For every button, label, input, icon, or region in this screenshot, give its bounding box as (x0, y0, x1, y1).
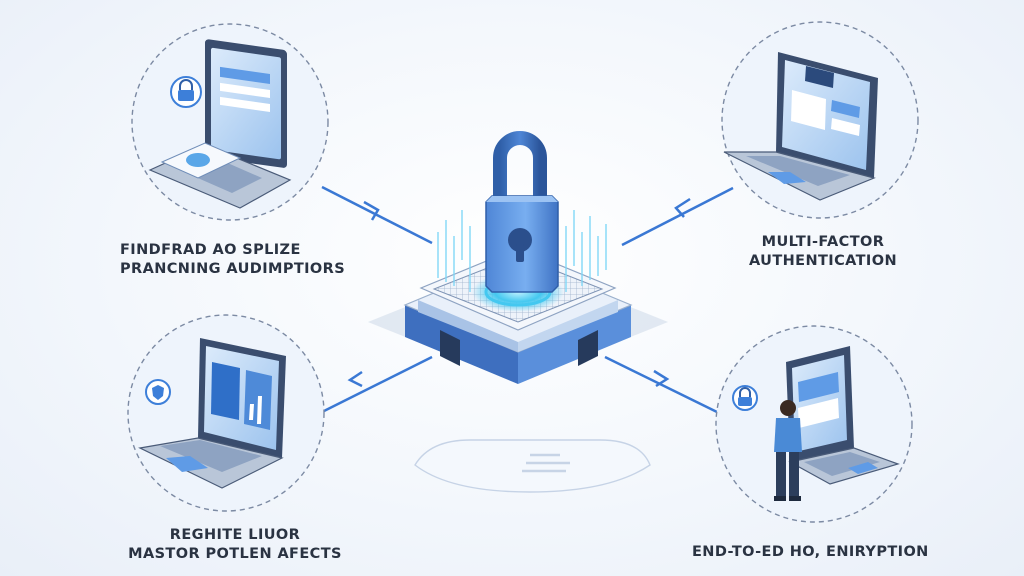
node-top-left (131, 23, 329, 221)
arrow-bottom-left-chevron (347, 370, 363, 388)
label-top-right: MULTI-FACTOR AUTHENTICATION (748, 233, 898, 271)
arrow-top-right-chevron (674, 197, 691, 218)
node-bottom-right (715, 325, 913, 523)
label-top-left: FINDFRAD AO SPLIZE PRANCNING AUDIMPTIORS (120, 241, 345, 279)
laptop-icon (723, 52, 878, 201)
label-bottom-left-line1: REGHITE LIUOR (169, 527, 301, 543)
label-bottom-right: END-TO-ED HO, ENIRYPTION (692, 543, 929, 562)
label-top-left-line1: FINDFRAD AO SPLIZE (120, 242, 301, 258)
label-bottom-left: REGHITE LIUOR MASTOR POTLEN AFECTS (120, 526, 350, 564)
padlock-icon (732, 385, 758, 411)
connector-arrows (321, 185, 734, 414)
arrow-top-right (621, 186, 734, 247)
label-bottom-right-line1: END-TO-ED HO, ENIRYPTION (692, 544, 929, 560)
laptop-icon (138, 338, 286, 489)
laptop-icon (786, 346, 900, 485)
arrow-top-left (321, 185, 433, 245)
node-top-right (721, 21, 919, 219)
label-top-right-line2: AUTHENTICATION (749, 253, 897, 269)
label-top-right-line1: MULTI-FACTOR (761, 234, 885, 250)
central-padlock-icon (485, 131, 559, 293)
laptop-icon (148, 39, 292, 209)
node-bottom-left (127, 314, 325, 512)
glass-card (414, 439, 651, 493)
padlock-icon (170, 76, 202, 108)
shield-icon (145, 379, 171, 405)
arrow-bottom-left (321, 355, 433, 414)
arrow-bottom-right (604, 355, 718, 414)
arrow-bottom-right-chevron (653, 369, 670, 388)
label-top-left-line2: PRANCNING AUDIMPTIORS (120, 261, 346, 277)
arrow-top-left-chevron (363, 200, 380, 221)
label-bottom-left-line2: MASTOR POTLEN AFECTS (128, 546, 342, 562)
person-icon (774, 400, 802, 501)
